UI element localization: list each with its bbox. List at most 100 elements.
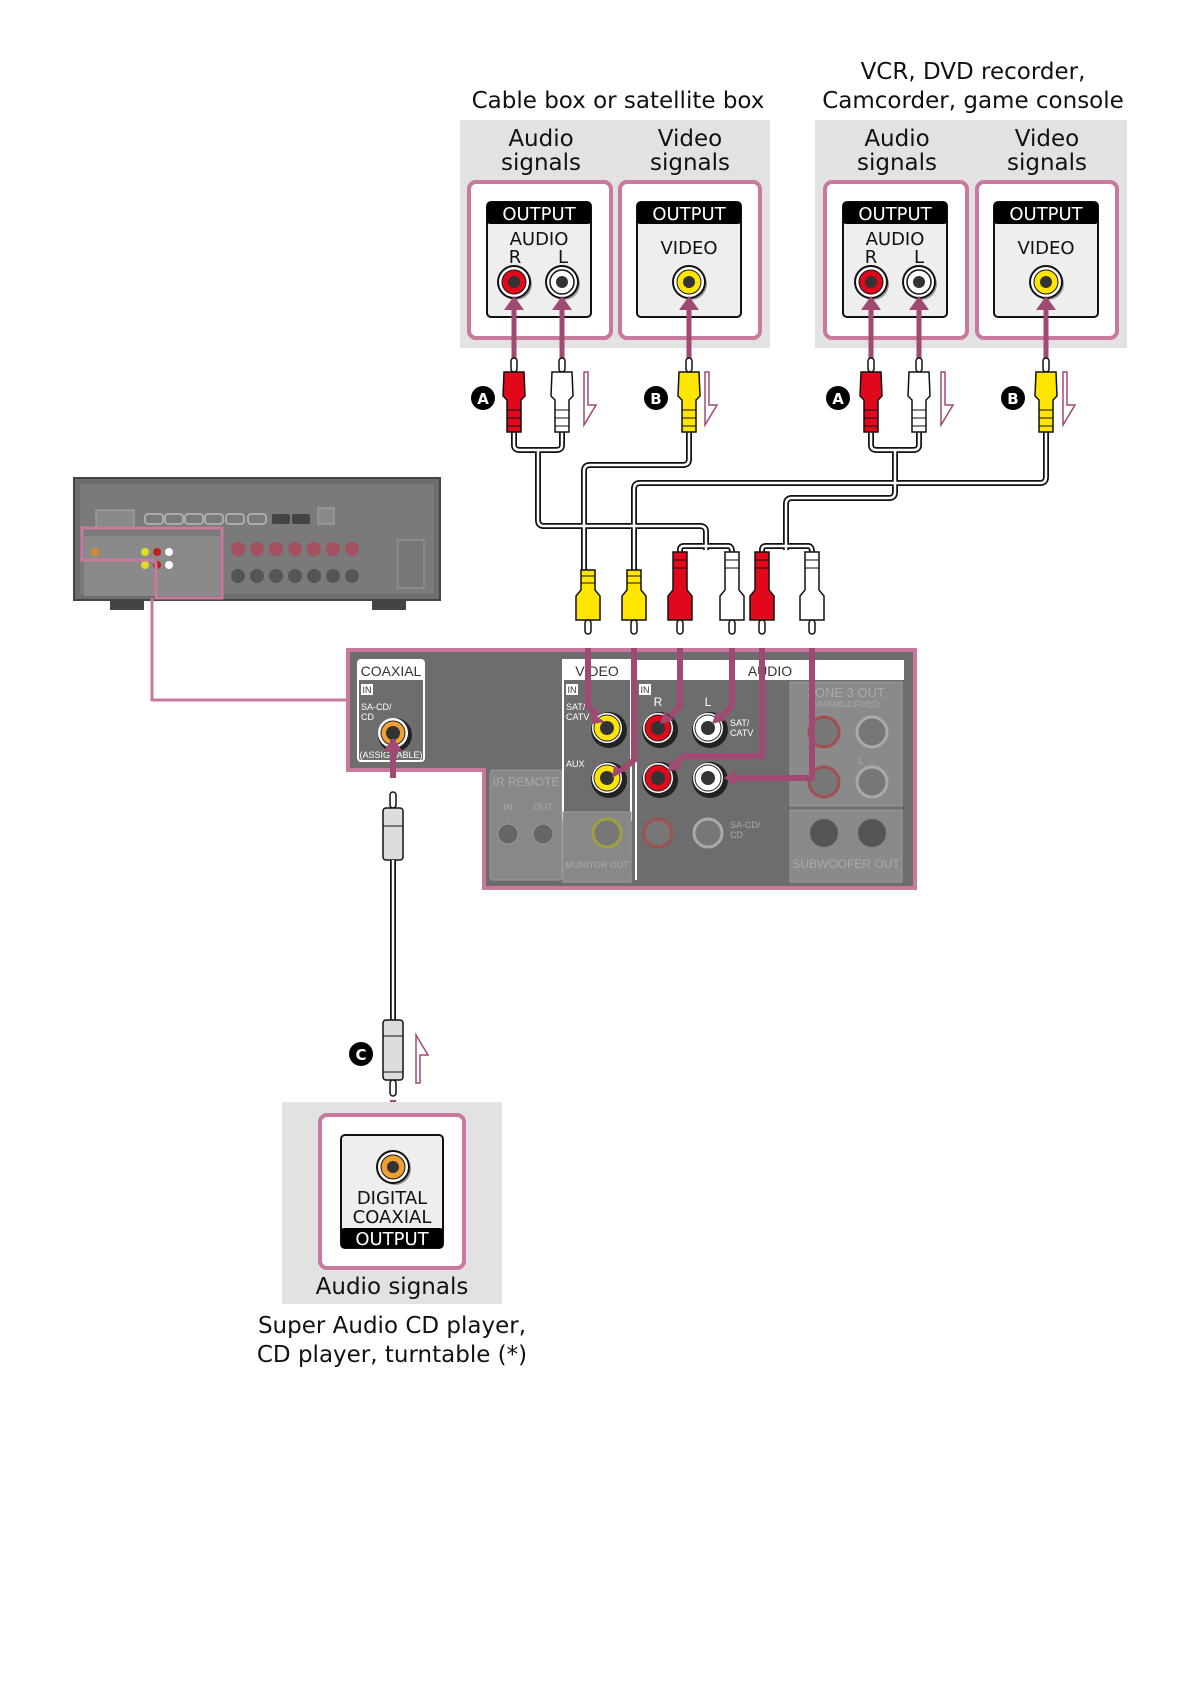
cable-a-label-2: A	[832, 390, 844, 408]
cable-box-audio-name: AUDIO	[510, 229, 569, 250]
audio-row3-line1: SA-CD/	[730, 820, 761, 830]
coaxial-in-label: IN	[363, 685, 372, 695]
vcr-red-plug[interactable]	[859, 357, 883, 433]
coax-plug-top[interactable]	[382, 807, 404, 861]
vcr-video-output-header	[994, 202, 1098, 224]
cable-box-white-plug[interactable]	[550, 357, 574, 433]
video-aux-jack[interactable]	[591, 762, 627, 798]
audio-in-label: IN	[641, 685, 650, 695]
cable-box-device: Cable box or satellite box Audio signals…	[460, 88, 770, 348]
audio-l-plug-1[interactable]	[719, 551, 745, 635]
cable-box-red-plug[interactable]	[502, 357, 526, 433]
down-arrow-icon	[940, 371, 955, 428]
ir-remote-section	[489, 769, 563, 881]
vcr-title-line1: VCR, DVD recorder,	[861, 59, 1086, 85]
ir-remote-title: IR REMOTE	[493, 775, 560, 789]
audio-aux-l-jack[interactable]	[692, 762, 728, 798]
audio-sacd-r-jack	[642, 817, 674, 849]
coaxial-title: COAXIAL	[361, 663, 422, 679]
audio-r-plug-2[interactable]	[749, 551, 775, 635]
cable-box-video-label-2: signals	[650, 150, 730, 176]
vcr-video-jack[interactable]	[1029, 265, 1064, 300]
vcr-video-output-header-text: OUTPUT	[1009, 204, 1083, 225]
vcr-title-line2: Camcorder, game console	[822, 88, 1124, 114]
receiver-detail-panel: COAXIAL IN SA-CD/ CD (ASSIGNABLE) IR REM…	[346, 648, 917, 890]
cd-player-group-label: Audio signals	[316, 1274, 469, 1300]
vcr-white-plug[interactable]	[907, 357, 931, 433]
video-row2-label: AUX	[566, 759, 585, 769]
cable-a-label: A	[477, 390, 489, 408]
audio-r-plug-1[interactable]	[667, 551, 693, 635]
cable-box-audio-l: L	[558, 247, 568, 268]
video-plug-2[interactable]	[621, 569, 647, 635]
cable-box-audio-l-jack[interactable]	[545, 265, 580, 300]
cd-player-caption-line2: CD player, turntable (*)	[257, 1342, 527, 1368]
cable-box-audio-r-jack[interactable]	[497, 265, 532, 300]
monitor-out-label: MONITOR OUT	[565, 860, 629, 870]
cable-box-video-name: VIDEO	[660, 238, 717, 259]
cable-wires	[511, 432, 1049, 570]
cable-box-yellow-plug[interactable]	[677, 357, 701, 433]
cable-b-label: B	[650, 390, 661, 408]
cable-box-audio-label-1: Audio	[508, 126, 573, 152]
receiver-plugs	[575, 551, 825, 635]
subwoofer-title: SUBWOOFER OUT	[792, 857, 900, 871]
coaxial-jack[interactable]	[378, 718, 412, 752]
receiver-connection-arrows	[585, 648, 815, 786]
vcr-video-label-1: Video	[1015, 126, 1079, 152]
up-arrow-icon	[415, 1032, 430, 1084]
cable-box-video-label-1: Video	[658, 126, 722, 152]
cable-box-audio-label-2: signals	[501, 150, 581, 176]
video-plug-1[interactable]	[575, 569, 601, 635]
audio-r-label: R	[654, 695, 663, 709]
cable-a-badge-2	[826, 386, 850, 410]
vcr-audio-l-jack[interactable]	[902, 265, 937, 300]
audio-l-label: L	[705, 695, 712, 709]
ir-remote-in: IN	[504, 802, 513, 812]
cd-player-panel-line1: DIGITAL	[357, 1188, 427, 1209]
cable-c-label: C	[355, 1046, 366, 1064]
cd-player-caption-line1: Super Audio CD player,	[258, 1313, 526, 1339]
coaxial-cable	[382, 738, 404, 1148]
vcr-audio-r-jack[interactable]	[854, 265, 889, 300]
cable-c-badge	[349, 1042, 373, 1066]
cd-player-output-footer	[341, 1228, 443, 1248]
audio-sacd-l-jack	[692, 817, 724, 849]
thumbnail-highlight	[80, 526, 224, 600]
cable-box-video-jack[interactable]	[672, 265, 707, 300]
cable-box-video-output-header-text: OUTPUT	[652, 204, 726, 225]
cd-player-device: DIGITAL COAXIAL OUTPUT Audio signals Sup…	[257, 1102, 527, 1368]
vcr-device: VCR, DVD recorder, Camcorder, game conso…	[815, 59, 1127, 348]
audio-row1-line1: SAT/	[730, 718, 750, 728]
video-title: VIDEO	[575, 663, 619, 679]
vcr-audio-r: R	[865, 247, 878, 268]
digital-coaxial-output-jack[interactable]	[376, 1150, 411, 1185]
zoom-callout-line	[150, 598, 348, 702]
top-plugs	[502, 357, 1058, 433]
zone3-subtitle: (VARIABLE/FIXED)	[811, 700, 881, 709]
video-row1-line1: SAT/	[566, 702, 586, 712]
audio-l-plug-2[interactable]	[799, 551, 825, 635]
ir-remote-out: OUT	[534, 802, 554, 812]
zone3-l-label: L	[858, 756, 864, 767]
down-arrow-icon	[704, 371, 719, 428]
upper-connection-arrows	[504, 296, 1056, 360]
vcr-audio-label-2: signals	[857, 150, 937, 176]
cable-a-badge	[471, 386, 495, 410]
cable-box-title: Cable box or satellite box	[472, 88, 765, 114]
cable-b-badge-2	[1001, 386, 1025, 410]
vcr-yellow-plug[interactable]	[1034, 357, 1058, 433]
coaxial-input-line1: SA-CD/	[361, 702, 392, 712]
cd-player-output-footer-text: OUTPUT	[355, 1229, 429, 1250]
cable-labels: A B A B C	[349, 386, 1025, 1066]
vcr-audio-l: L	[914, 247, 924, 268]
direction-arrows	[415, 371, 1077, 1084]
coaxial-input-line2: CD	[361, 712, 374, 722]
coax-plug-bottom[interactable]	[382, 1019, 404, 1081]
vcr-audio-output-header-text: OUTPUT	[858, 204, 932, 225]
cd-player-panel-line2: COAXIAL	[353, 1207, 432, 1228]
audio-row1-line2: CATV	[730, 728, 753, 738]
vcr-audio-name: AUDIO	[866, 229, 925, 250]
vcr-audio-output-header	[843, 202, 947, 224]
